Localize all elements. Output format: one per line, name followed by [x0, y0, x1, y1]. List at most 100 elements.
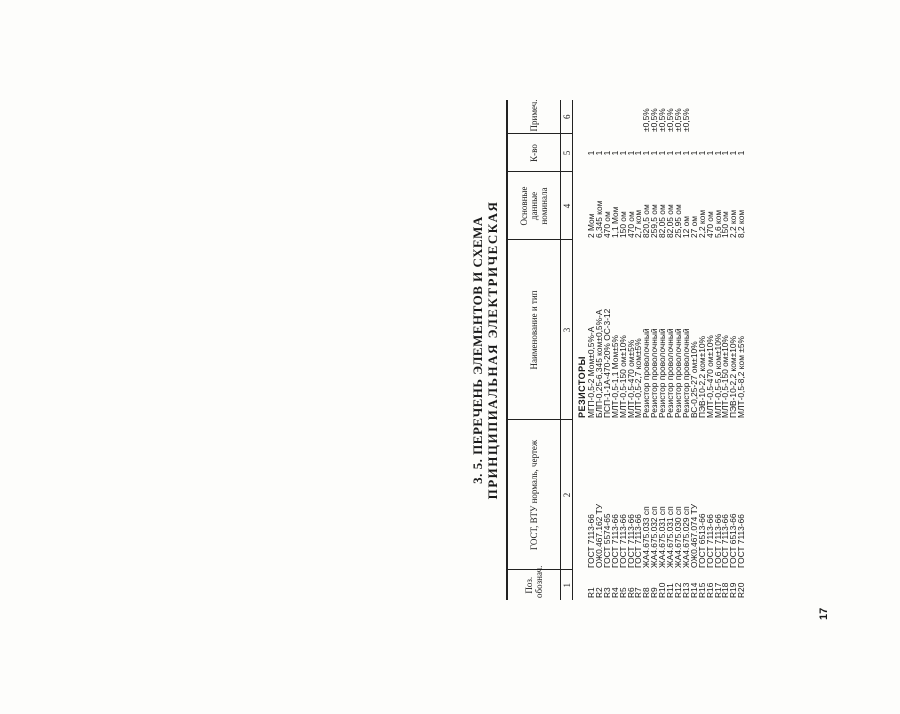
note-cell [730, 100, 738, 134]
standard-cell: ЖА4.675.033 сп [643, 506, 652, 568]
column-number: 3 [560, 240, 573, 420]
name-type-cell: ВС-0,25-27 ом±10% [690, 341, 699, 418]
note-cell [588, 100, 596, 134]
position-cell: R13 [682, 582, 691, 598]
nominal-cell: 6,345 ком [595, 200, 604, 238]
table-row: R12 ЖА4.675.030 сп Резистор проволочный 25,… [675, 100, 683, 600]
table-row: R3 ГОСТ 5574-65 ПСП-1-1А-470-20% ОС-3-12 47… [604, 100, 612, 600]
column-header-position: Поз. обознач. [507, 566, 561, 600]
standard-cell: ГОСТ 7113-66 [714, 514, 723, 568]
nominal-cell: 8,2 ком [738, 209, 747, 238]
quantity-cell: 1 [715, 134, 723, 172]
nominal-cell: 2,2 ком [730, 209, 739, 238]
page-number: 17 [818, 607, 830, 620]
note-cell [699, 100, 707, 134]
note-cell: ±0,5% [674, 108, 683, 132]
position-cell: R6 [627, 587, 636, 598]
nominal-cell: 5,6 ком [714, 209, 723, 238]
elements-list-table: Поз. обознач. ГОСТ, ВТУ нормаль, чертеж … [506, 99, 747, 600]
nominal-cell: 2 Мом [588, 213, 596, 238]
quantity-cell: 1 [683, 134, 691, 172]
name-type-cell: МЛТ-0,5-5,6 ком±10% [714, 333, 723, 418]
position-cell: R16 [706, 582, 715, 598]
position-cell: R1 [588, 587, 596, 598]
quantity-cell: 1 [628, 134, 636, 172]
table-row: R16 ГОСТ 7113-66 МЛТ-0,5-470 ом±10% 470 ом 1 [707, 100, 715, 600]
position-cell: R19 [730, 582, 739, 598]
quantity-cell: 1 [588, 134, 596, 172]
name-type-cell: БЛП-0,25-6,345 ком±0,5%-А [595, 309, 604, 418]
quantity-cell: 1 [604, 134, 612, 172]
note-cell [596, 100, 604, 134]
section-title: РЕЗИСТОРЫ [577, 356, 587, 418]
quantity-cell: 1 [691, 134, 699, 172]
nominal-cell: 25,95 ом [674, 204, 683, 238]
table-row: R17 ГОСТ 7113-66 МЛТ-0,5-5,6 ком±10% 5,6 ко… [715, 100, 723, 600]
table-header-row: Поз. обознач. ГОСТ, ВТУ нормаль, чертеж … [507, 99, 561, 600]
standard-cell: ЖА4.675.029 сп [682, 506, 691, 568]
column-header-nominal: Основные данные номинала [507, 172, 561, 240]
note-cell [635, 100, 643, 134]
standard-cell: ГОСТ 7113-66 [706, 514, 715, 568]
position-cell: R20 [738, 582, 747, 598]
note-cell [612, 100, 620, 134]
nominal-cell: 259,5 ом [651, 204, 660, 238]
nominal-cell: 12 ом [682, 215, 691, 238]
name-type-cell: МЛТ-0,5-470 ом±5% [627, 339, 636, 418]
title-line-2: ПРИНЦИПИАЛЬНАЯ ЭЛЕКТРИЧЕСКАЯ [485, 200, 500, 500]
column-number: 1 [560, 570, 573, 600]
standard-cell: ЖА4.675.032 сп [651, 506, 660, 568]
quantity-cell: 1 [643, 134, 651, 172]
name-type-cell: Резистор проволочный [651, 328, 660, 418]
section-row: РЕЗИСТОРЫ [573, 100, 589, 600]
quantity-cell: 1 [659, 134, 667, 172]
column-header-quantity: К-во [507, 134, 561, 172]
name-type-cell: Резистор проволочный [667, 328, 675, 418]
quantity-cell: 1 [722, 134, 730, 172]
nominal-cell: 82,05 ом [667, 204, 675, 238]
position-cell: R17 [714, 582, 723, 598]
note-cell [628, 100, 636, 134]
rotated-document-page: 3. 5. ПЕРЕЧЕНЬ ЭЛЕМЕНТОВ И СХЕМА ПРИНЦИП… [470, 99, 780, 600]
name-type-cell: ПСП-1-1А-470-20% ОС-3-12 [603, 308, 612, 418]
standard-cell: ГОСТ 7113-66 [619, 514, 628, 568]
name-type-cell: Резистор проволочный [659, 328, 668, 418]
column-number: 5 [560, 134, 573, 172]
position-cell: R3 [603, 587, 612, 598]
quantity-cell: 1 [707, 134, 715, 172]
nominal-cell: 470 ом [603, 211, 612, 238]
column-number-row: 1 2 3 4 5 6 [560, 100, 573, 600]
name-type-cell: МЛТ-0,5-8,2 ком ±5% [738, 336, 747, 418]
name-type-cell: ПЭВ-10-2,2 ком±10% [730, 335, 739, 418]
note-cell: ±0,5% [659, 108, 668, 132]
note-cell [738, 100, 746, 134]
name-type-cell: МЛТ-0,5-470 ом±10% [706, 335, 715, 418]
name-type-cell: Резистор проволочный [674, 328, 683, 418]
position-cell: R15 [698, 582, 707, 598]
name-type-cell: МЛТ-0,5-1,1 Мом±5% [611, 335, 620, 418]
position-cell: R12 [674, 582, 683, 598]
nominal-cell: 150 ом [722, 211, 731, 238]
nominal-cell: 470 ом [627, 211, 636, 238]
standard-cell: ГОСТ 7113-66 [635, 514, 644, 568]
standard-cell: ЖА4.675.030 сп [674, 506, 683, 568]
nominal-cell: 470 ом [706, 211, 715, 238]
quantity-cell: 1 [699, 134, 707, 172]
quantity-cell: 1 [635, 134, 643, 172]
standard-cell: ОЖ0.467.074 ТУ [690, 503, 699, 568]
note-cell: ±0,5% [682, 108, 691, 132]
standard-cell: ГОСТ 5574-65 [603, 513, 612, 568]
note-cell [707, 100, 715, 134]
note-cell: ±0,5% [643, 108, 652, 132]
